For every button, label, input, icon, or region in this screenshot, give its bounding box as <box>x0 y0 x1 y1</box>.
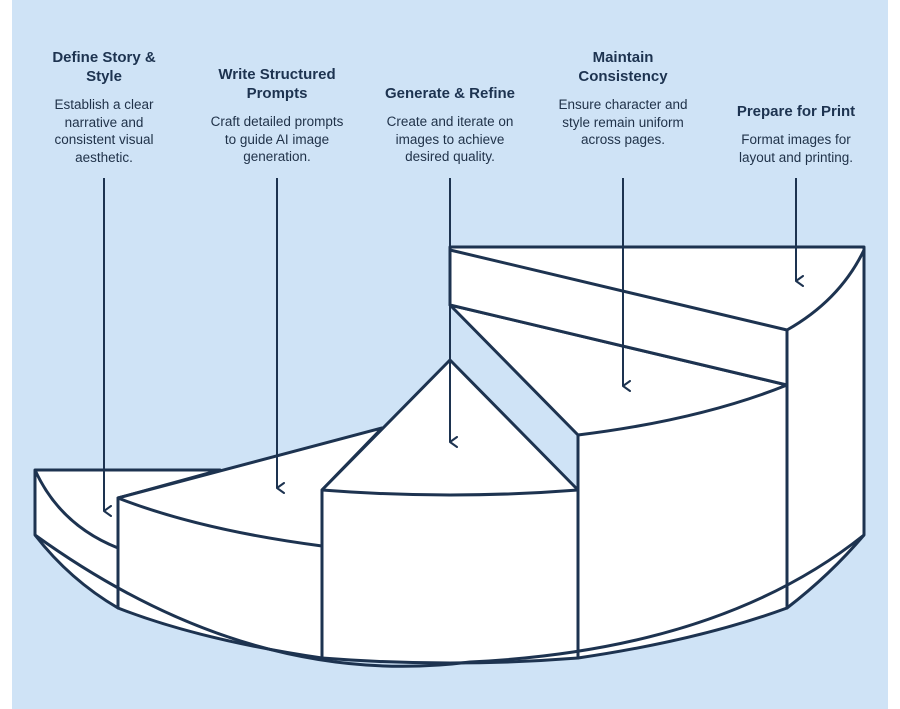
step-2-title: Write Structured Prompts <box>218 66 336 102</box>
step-2-description: Craft detailed prompts to guide AI image… <box>210 114 344 164</box>
step-4-label: Maintain Consistency Ensure character an… <box>555 48 691 149</box>
base-curve <box>34 533 865 668</box>
step-4-description: Ensure character and style remain unifor… <box>558 97 688 147</box>
step-1-label: Define Story & Style Establish a clear n… <box>39 48 169 166</box>
step-5-label: Prepare for Print Format images for layo… <box>726 102 866 166</box>
step-5-title: Prepare for Print <box>736 103 856 120</box>
step-1-title: Define Story & Style <box>52 49 156 85</box>
step-3-label: Generate & Refine Create and iterate on … <box>375 84 525 166</box>
step-4-block <box>448 303 789 660</box>
step-2-label: Write Structured Prompts Craft detailed … <box>207 65 347 166</box>
step-3-title: Generate & Refine <box>384 85 516 102</box>
step-4-title: Maintain Consistency <box>578 49 668 85</box>
step-5-description: Format images for layout and printing. <box>738 132 854 165</box>
step-3-description: Create and iterate on images to achieve … <box>386 114 514 164</box>
step-1-description: Establish a clear narrative and consiste… <box>54 97 154 165</box>
step-2-block <box>116 426 384 660</box>
